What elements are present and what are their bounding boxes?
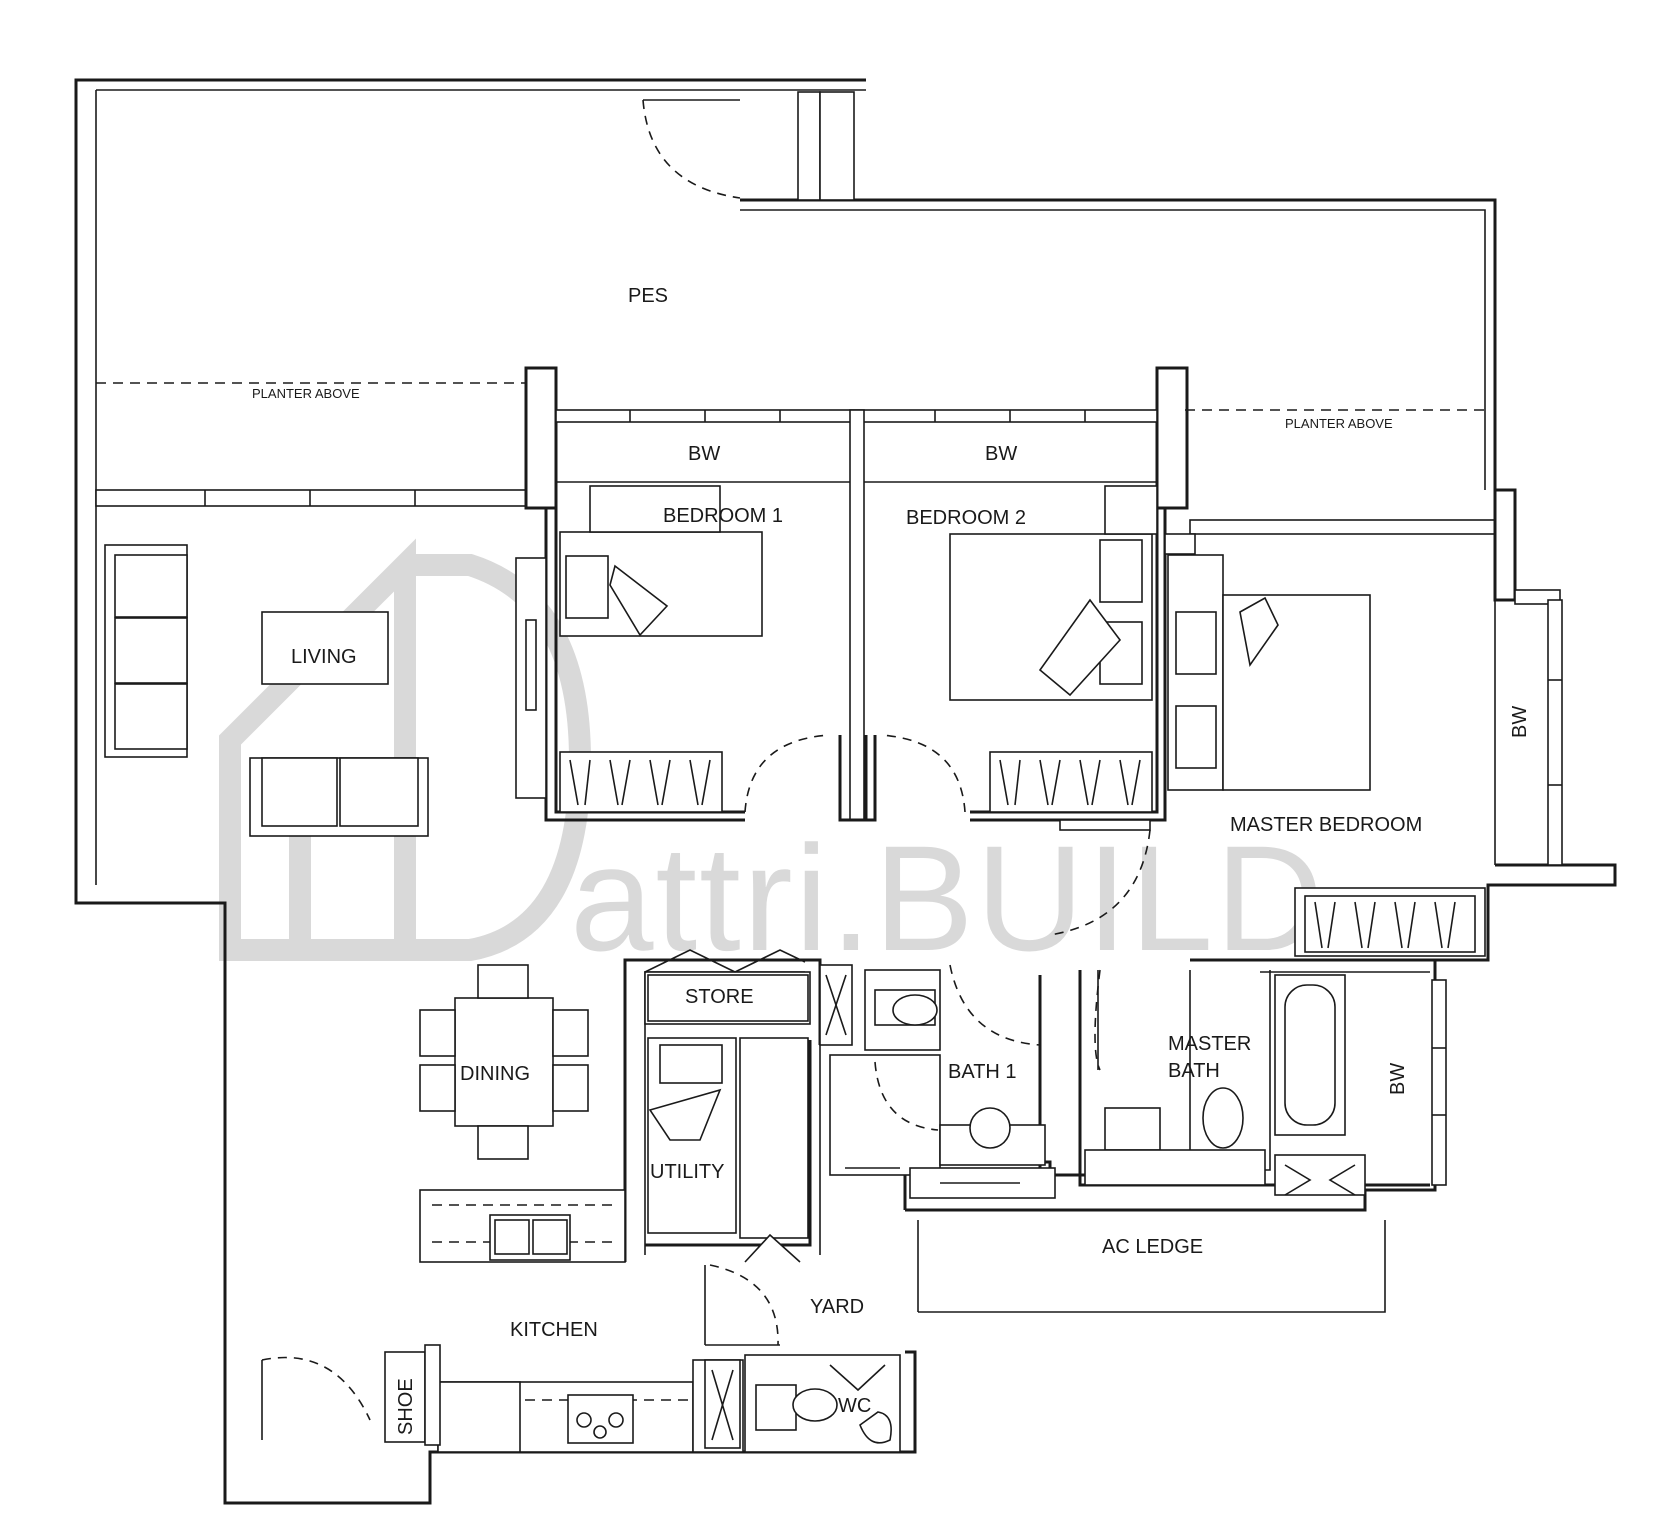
wc-label: WC — [838, 1395, 871, 1417]
kitchen-label: KITCHEN — [510, 1319, 598, 1341]
kitchen-counter-top — [419, 1189, 626, 1263]
bath1-label: BATH 1 — [948, 1061, 1017, 1083]
tv-console — [515, 557, 547, 799]
bedroom2-door — [879, 734, 966, 813]
pes-label: PES — [628, 285, 668, 307]
shoe-cabinet — [384, 1344, 441, 1446]
ac-ledge-label: AC LEDGE — [1102, 1236, 1203, 1258]
master-door — [1049, 829, 1151, 936]
pes-door — [642, 91, 855, 201]
utility-label: UTILITY — [650, 1161, 724, 1183]
bw-master-bath-label: BW — [1387, 1063, 1409, 1095]
living-label: LIVING — [291, 646, 357, 668]
bath1-fixtures — [829, 969, 1056, 1199]
bedroom2-bed — [949, 533, 1153, 701]
planter-left-label: PLANTER ABOVE — [252, 386, 360, 401]
wc-fixtures — [704, 1354, 901, 1453]
store-box — [647, 974, 809, 1022]
watermark-d-shape — [405, 554, 592, 961]
kitchen-counter-bottom — [437, 1359, 744, 1453]
bedroom2-label: BEDROOM 2 — [906, 507, 1026, 529]
yard-label: YARD — [810, 1296, 864, 1318]
bw-bedroom1-label: BW — [688, 443, 720, 465]
bedroom1-wardrobe — [559, 751, 723, 813]
column-left — [524, 366, 558, 510]
living-window — [95, 489, 527, 507]
master-bath-label-2: BATH — [1168, 1060, 1220, 1082]
sofa-bottom — [249, 757, 429, 837]
bw-strip-bedrooms — [555, 409, 1158, 821]
dining-label: DINING — [460, 1063, 530, 1085]
planter-right-label: PLANTER ABOVE — [1285, 416, 1393, 431]
master-bath-fixtures — [1084, 974, 1447, 1196]
coffee-table — [261, 611, 389, 685]
store-label: STORE — [685, 986, 754, 1008]
bw-master-label: BW — [1509, 706, 1531, 738]
bw-bedroom2-label: BW — [985, 443, 1017, 465]
bedroom1-label: BEDROOM 1 — [663, 505, 783, 527]
master-bath-label-1: MASTER — [1168, 1033, 1251, 1055]
shoe-label: SHOE — [395, 1378, 417, 1435]
master-bed — [1167, 554, 1371, 791]
yard-door — [709, 1264, 779, 1346]
dining-table — [419, 964, 589, 1160]
watermark-text: attri.BUILD — [570, 814, 1326, 982]
master-bedroom-label: MASTER BEDROOM — [1230, 814, 1422, 836]
bedroom1-door — [744, 734, 831, 813]
bedroom1-window-box — [589, 485, 721, 533]
bedroom2-wardrobe — [989, 751, 1153, 813]
master-window — [1189, 488, 1563, 866]
utility-door — [744, 1233, 801, 1263]
column-right — [1155, 366, 1189, 510]
bedroom2-window-box — [1104, 485, 1158, 535]
main-door — [261, 1356, 371, 1421]
bath1-door — [949, 964, 1041, 1046]
master-wardrobe — [1294, 887, 1486, 957]
utility-bed — [647, 1037, 809, 1239]
bedroom1-bed — [559, 531, 763, 637]
sofa-left — [104, 544, 188, 758]
